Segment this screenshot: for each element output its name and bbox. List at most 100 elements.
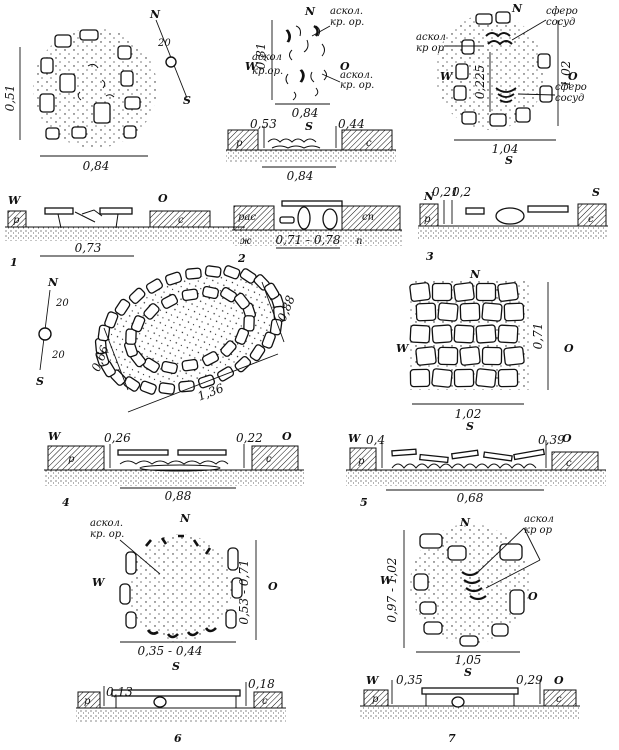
dim-label: 0,97 - 1,02 (385, 557, 399, 622)
stone (143, 303, 160, 320)
note: кр ор (416, 43, 445, 54)
stone (475, 368, 497, 388)
stone (437, 346, 459, 366)
stone (409, 282, 431, 302)
compass-n: N (459, 516, 471, 529)
note: кр ор (524, 525, 553, 536)
section-mark: p (236, 138, 243, 149)
compass-s: S (183, 94, 191, 107)
figure-5-section: W O p c 0,4 0,39 0,68 5 (346, 432, 606, 509)
dim-label: 1,02 (455, 407, 482, 421)
section-mark: p (358, 456, 365, 467)
figure-2-section-lower: рас сп ж п 0,71 - 0,78 2 (232, 200, 402, 265)
stone (475, 324, 497, 344)
note: аскол. (330, 6, 363, 17)
stone (431, 324, 453, 344)
figure-number: 4 (62, 496, 70, 509)
compass-w: W (245, 60, 259, 73)
section-mark: c (266, 454, 272, 465)
figure-5: N W O S 0,71 1,02 W O p c 0,4 0,3 (346, 268, 606, 509)
figure-2-plan: N S W O 0,81 0,84 аскол. кр. ор. аскол к… (245, 5, 374, 133)
figure-number: 5 (360, 496, 368, 509)
side-w: W (348, 432, 362, 445)
compass-o: O (528, 590, 538, 603)
stone (453, 324, 475, 344)
dim-label: 0,88 (165, 489, 192, 503)
figure-3-section: N S p c 0,21 0,2 3 (418, 185, 608, 263)
compass-s: S (466, 420, 474, 433)
stone (503, 346, 525, 366)
note: аскол. (90, 518, 123, 529)
stone (497, 282, 519, 302)
stone (164, 271, 183, 286)
compass-w: W (440, 70, 454, 83)
stone (139, 380, 157, 395)
stone (437, 302, 459, 322)
stone (234, 327, 250, 345)
section-mark: сп (362, 212, 374, 223)
figure-6-section: p c 0,13 0,18 6 (76, 677, 286, 745)
stone (431, 368, 453, 388)
dim-label: 0,84 (287, 169, 314, 183)
compass-n: N (179, 512, 191, 525)
note: аскол. (340, 70, 373, 81)
compass-angle: 20 (55, 298, 69, 309)
section-mark: p (68, 454, 75, 465)
figure-5-plan: N W O S 0,71 1,02 (396, 268, 574, 433)
stone (158, 382, 176, 395)
dim-label: 0,26 (104, 431, 131, 445)
compass-n: N (469, 268, 481, 281)
stone (481, 346, 503, 366)
dim-label: 0,44 (338, 117, 365, 131)
dim-label: 0,84 (83, 159, 110, 173)
compass-1: N S 20 (149, 8, 191, 107)
figure-3: N W O S 1,02 1,04 0,225 сферо сосуд аско… (416, 2, 608, 263)
section-mark: c (366, 138, 372, 149)
figure-6: N W O S 0,53 - 0,71 0,35 - 0,44 аскол. к… (76, 512, 286, 745)
stone (431, 282, 453, 302)
figure-2-section-upper: 0,53 0,44 0,84 p c (226, 117, 396, 183)
stone (125, 328, 137, 345)
figure-4: N S 20 20 0,66 0,88 1,36 W (36, 265, 304, 509)
dim-label: 0,4 (366, 433, 385, 447)
figure-4-plan: 0,66 0,88 1,36 (89, 265, 298, 413)
compass-w: W (396, 342, 410, 355)
stone (185, 267, 202, 280)
figure-number: 1 (10, 256, 18, 269)
dim-label: 0,53 - 0,71 (237, 559, 251, 624)
section-mark: c (178, 215, 184, 226)
stone (481, 302, 503, 322)
figure-7: N W O S 0,97 - 1,02 1,05 аскол кр ор W O… (360, 514, 580, 745)
stone (475, 282, 497, 302)
figure-3-plan: N W O S 1,02 1,04 0,225 сферо сосуд аско… (416, 2, 587, 167)
dim-label: 1,04 (492, 142, 519, 156)
stone (178, 380, 195, 393)
dim-label: 0,13 (106, 685, 133, 699)
section-mark: p (13, 215, 20, 226)
stone (264, 282, 280, 300)
stone (233, 292, 250, 310)
note: аскол (416, 32, 446, 43)
compass-angle: 20 (157, 38, 171, 49)
compass-angle: 20 (51, 350, 65, 361)
section-mark: p (424, 214, 431, 225)
stone (503, 302, 525, 322)
stone (453, 368, 475, 388)
compass-4: N S 20 20 (36, 276, 69, 388)
dim-label: 1,05 (455, 653, 482, 667)
dim-label: 0,51 (3, 85, 17, 112)
stone (160, 293, 179, 309)
dim-label: 0,81 (254, 43, 268, 70)
compass-s: S (305, 120, 313, 133)
note: аскол (252, 52, 282, 63)
dim-label: 0,73 (75, 241, 102, 255)
stone (114, 298, 131, 316)
stone (128, 287, 146, 305)
compass-o: O (340, 60, 350, 73)
compass-o: O (568, 70, 578, 83)
dim-label: 0,71 (531, 323, 545, 350)
figure-number: 7 (448, 732, 456, 745)
section-mark: c (556, 694, 562, 705)
stone (459, 346, 481, 366)
stone (130, 315, 146, 333)
